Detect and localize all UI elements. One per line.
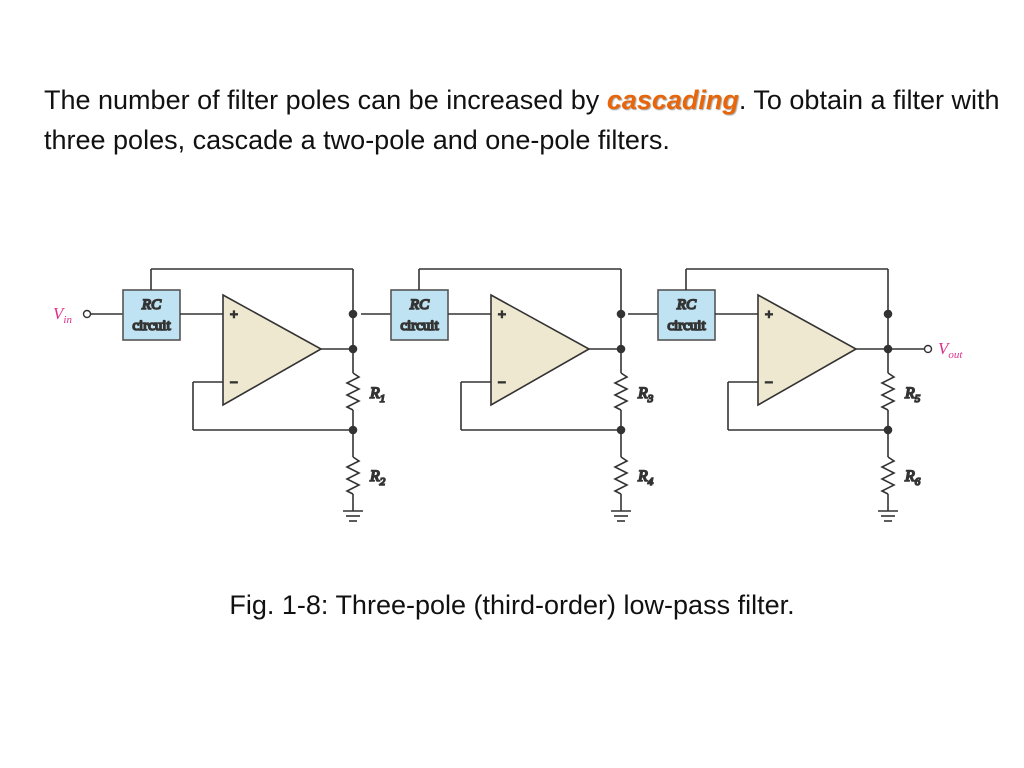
rc-label: RC: [676, 297, 697, 313]
plus-sign: +: [765, 308, 773, 323]
junction-dot: [883, 309, 893, 319]
plus-sign: +: [498, 308, 506, 323]
intro-text: The number of filter poles can be increa…: [44, 80, 1004, 160]
rc-circuit-label: circuit: [400, 318, 439, 334]
output-terminal: [923, 344, 933, 354]
minus-sign: −: [230, 376, 238, 391]
cascading-highlight: cascading: [606, 85, 739, 115]
resistor-label-upper: R1: [369, 385, 385, 405]
junction-dot: [616, 344, 626, 354]
junction-dot: [348, 309, 358, 319]
resistor-label-lower: R2: [369, 468, 386, 488]
input-terminal: [82, 309, 92, 319]
rc-circuit-block: [390, 289, 449, 341]
wire: [880, 372, 896, 411]
rc-circuit-label: circuit: [132, 318, 171, 334]
input-label: Vin: [53, 304, 72, 326]
op-amp: [490, 293, 591, 407]
junction-dot: [616, 425, 626, 435]
junction-dot: [348, 344, 358, 354]
resistor-label-upper: R5: [904, 385, 921, 405]
wire: [613, 456, 629, 495]
output-label: Vout: [938, 339, 963, 361]
minus-sign: −: [765, 376, 773, 391]
op-amp: [222, 293, 323, 407]
figure-caption: Fig. 1-8: Three-pole (third-order) low-p…: [229, 590, 795, 620]
wire: [880, 456, 896, 495]
junction-dot: [348, 425, 358, 435]
resistor-label-lower: R4: [637, 468, 654, 488]
minus-sign: −: [498, 376, 506, 391]
rc-circuit-label: circuit: [667, 318, 706, 334]
rc-label: RC: [409, 297, 430, 313]
wire: [345, 456, 361, 495]
wire: [345, 372, 361, 411]
intro-text-part2: . To obtain a filter with three poles, c…: [44, 85, 1000, 155]
wire: [613, 372, 629, 411]
junction-dot: [616, 309, 626, 319]
intro-text-part1: The number of filter poles can be increa…: [44, 85, 607, 115]
junction-dot: [883, 425, 893, 435]
op-amp: [757, 293, 858, 407]
resistor-label-lower: R6: [904, 468, 921, 488]
rc-circuit-block: [122, 289, 181, 341]
plus-sign: +: [230, 308, 238, 323]
rc-label: RC: [141, 297, 162, 313]
rc-circuit-block: [657, 289, 716, 341]
resistor-label-upper: R3: [637, 385, 654, 405]
